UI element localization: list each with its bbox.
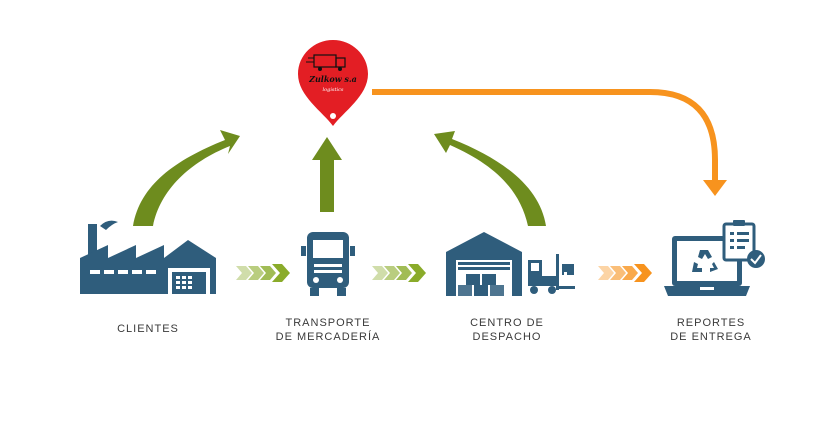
- flow-arrowhead-reportes: [703, 180, 727, 196]
- clipboard-check-icon: [722, 220, 765, 268]
- node-label-clientes-line1: CLIENTES: [117, 323, 179, 335]
- node-label-clientes: CLIENTES: [98, 322, 198, 336]
- truck-logo-icon: [306, 54, 346, 71]
- node-label-reportes: REPORTES DE ENTREGA: [656, 316, 766, 344]
- node-label-centro: CENTRO DE DESPACHO: [452, 316, 562, 344]
- flow-arrow-clientes-up: [133, 130, 240, 226]
- node-label-transporte: TRANSPORTE DE MERCADERÍA: [268, 316, 388, 344]
- node-label-centro-line2: DESPACHO: [472, 331, 542, 343]
- node-label-reportes-line1: REPORTES: [676, 317, 746, 329]
- chevron-arrows-2: [372, 264, 426, 282]
- node-label-centro-line1: CENTRO DE: [470, 317, 544, 329]
- chevron-arrows-3: [598, 264, 652, 282]
- factory-icon: [80, 220, 216, 294]
- flow-arrow-transporte-up: [312, 137, 342, 212]
- location-pin-icon: [298, 40, 368, 126]
- flow-arrow-pin-to-reportes: [372, 89, 718, 183]
- node-label-transporte-line2: DE MERCADERÍA: [275, 331, 381, 343]
- truck-icon: [301, 232, 355, 296]
- node-label-transporte-line1: TRANSPORTE: [285, 317, 371, 329]
- warehouse-icon: [446, 232, 522, 296]
- chevron-arrows-1: [236, 264, 290, 282]
- logo-brand-text: Zulkow s.a: [308, 74, 357, 84]
- node-label-reportes-line2: DE ENTREGA: [670, 331, 752, 343]
- logo-sub-text: logistics: [323, 87, 344, 93]
- forklift-icon: [528, 254, 575, 294]
- flow-arrow-centro-up: [434, 131, 546, 226]
